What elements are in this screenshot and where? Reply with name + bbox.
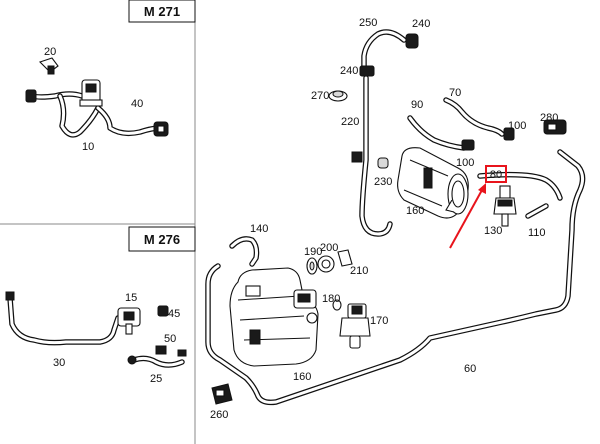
- panel-m271-title: M 271: [128, 0, 196, 23]
- label-160-upper: 160: [406, 205, 424, 217]
- label-30: 30: [53, 357, 65, 369]
- m276-assembly: [5, 291, 187, 368]
- label-260: 260: [210, 409, 228, 421]
- canister-160-lower: [229, 267, 319, 367]
- label-180: 180: [322, 293, 340, 305]
- m271-assembly: [25, 57, 169, 138]
- label-210: 210: [350, 265, 368, 277]
- label-270: 270: [311, 90, 329, 102]
- highlight-80: 80: [449, 165, 507, 249]
- hose-250-220: [328, 29, 419, 237]
- grommets-190-210: [306, 249, 353, 275]
- label-50: 50: [164, 333, 176, 345]
- hose-140: [229, 236, 260, 267]
- label-280: 280: [540, 112, 558, 124]
- label-60: 60: [464, 363, 476, 375]
- label-220: 220: [341, 116, 359, 128]
- label-160-lower: 160: [293, 371, 311, 383]
- label-15: 15: [125, 292, 137, 304]
- label-70: 70: [449, 87, 461, 99]
- label-20: 20: [44, 46, 56, 58]
- label-10: 10: [82, 141, 94, 153]
- panel-borders: [0, 0, 196, 444]
- label-130: 130: [484, 225, 502, 237]
- svg-text:M 271: M 271: [144, 4, 180, 19]
- hose-110: [525, 203, 549, 219]
- label-250: 250: [359, 17, 377, 29]
- label-40: 40: [131, 98, 143, 110]
- valve-170: [332, 299, 371, 349]
- label-100-left: 100: [456, 157, 474, 169]
- svg-text:M 276: M 276: [144, 232, 180, 247]
- label-240-top: 240: [412, 18, 430, 30]
- label-190: 190: [304, 246, 322, 258]
- label-240-mid: 240: [340, 65, 358, 77]
- label-200: 200: [320, 242, 338, 254]
- label-170: 170: [370, 315, 388, 327]
- label-110: 110: [528, 227, 546, 239]
- label-140: 140: [250, 223, 268, 235]
- label-100-right: 100: [508, 120, 526, 132]
- canister-160-upper: [397, 147, 469, 219]
- label-45: 45: [168, 308, 180, 320]
- hoses-90-70-100: [407, 97, 567, 151]
- valve-130: [493, 185, 517, 227]
- label-230: 230: [374, 176, 392, 188]
- panel-m276-title: M 276: [128, 226, 196, 252]
- label-25: 25: [150, 373, 162, 385]
- bracket-260: [211, 383, 233, 405]
- svg-text:80: 80: [490, 169, 502, 181]
- label-90: 90: [411, 99, 423, 111]
